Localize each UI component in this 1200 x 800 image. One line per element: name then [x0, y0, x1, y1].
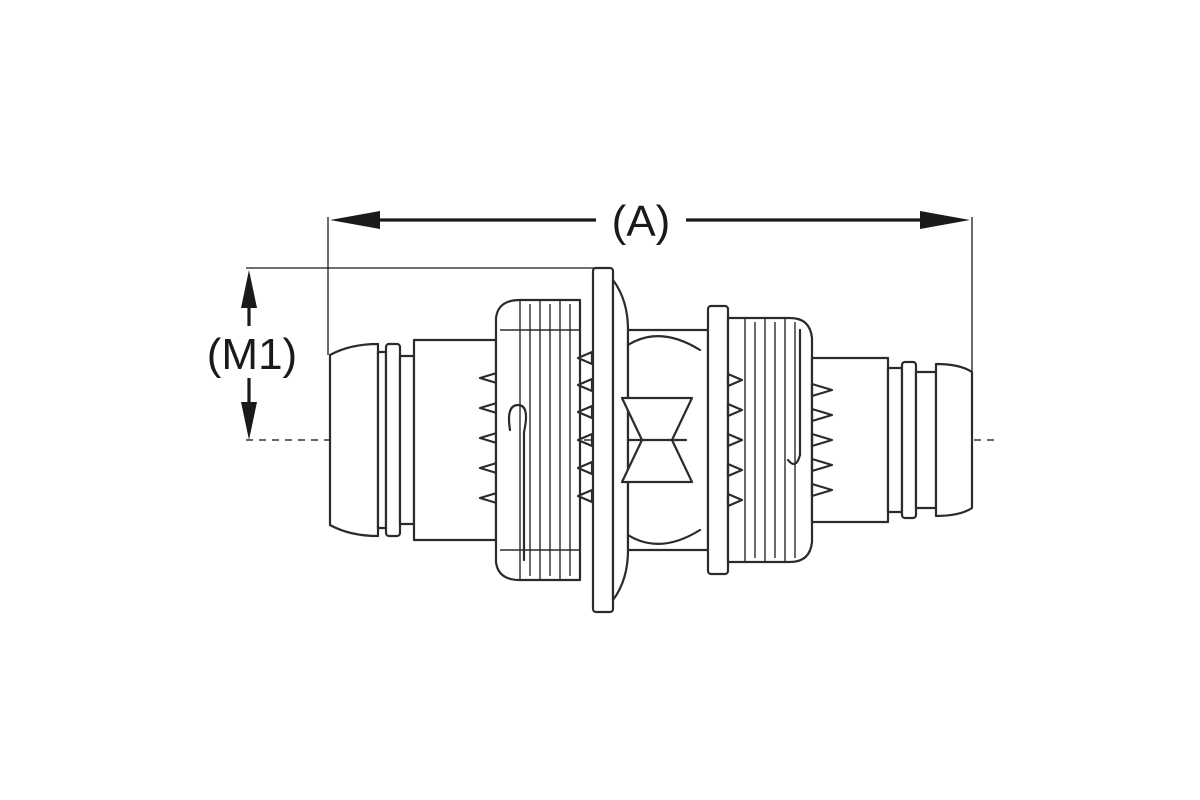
right-thread-ridges [744, 318, 796, 562]
hex-facets [626, 335, 702, 545]
arrowhead-up [241, 270, 257, 308]
arrowhead-down [241, 402, 257, 440]
arrowhead-left [330, 211, 380, 229]
left-thread-ridges [500, 300, 580, 580]
main-flange [591, 266, 615, 614]
right-ring [900, 360, 918, 520]
arrowhead-right [920, 211, 970, 229]
right-groove [914, 370, 938, 510]
dimension-label-a: (A) [612, 197, 671, 246]
right-shank [810, 356, 890, 524]
dimension-a: (A) [327, 197, 973, 372]
right-gripping-teeth [810, 382, 834, 498]
right-thread-body [726, 316, 814, 564]
left-spring-clip [507, 403, 528, 562]
right-flange [706, 304, 730, 576]
left-thread-body [494, 298, 582, 582]
right-barb-nose [934, 362, 974, 518]
left-groove [376, 350, 388, 530]
fitting-body [328, 266, 974, 614]
right-spring-clip [786, 328, 802, 466]
right-inner-teeth [726, 372, 744, 508]
dimension-label-m1: (M1) [207, 330, 297, 379]
flange-taper [611, 278, 630, 602]
dimension-m1: (M1) [207, 267, 598, 440]
left-ring [384, 342, 402, 538]
left-barb-nose [328, 342, 380, 538]
left-collar [398, 354, 416, 526]
right-collar [886, 366, 904, 514]
left-shank [412, 338, 498, 542]
